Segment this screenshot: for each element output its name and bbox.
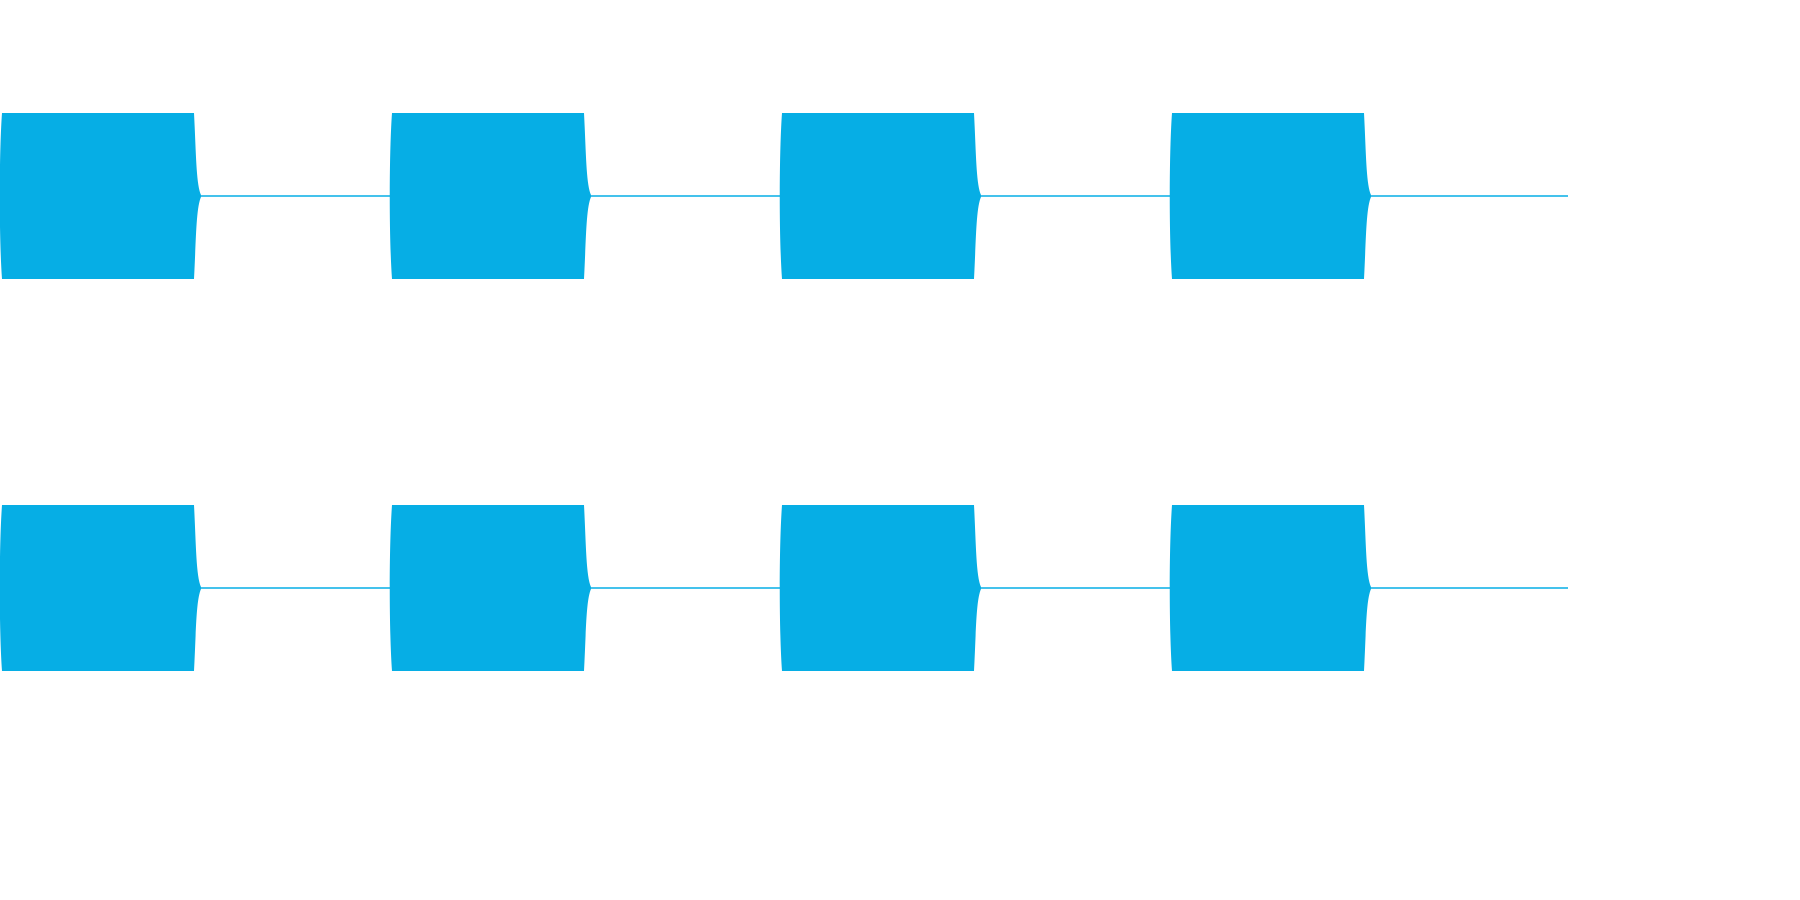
channel-1-burst-2 bbox=[389, 113, 591, 279]
channel-2-burst-4 bbox=[1169, 505, 1371, 671]
channel-2-burst-1 bbox=[0, 505, 201, 671]
channel-1-burst-4 bbox=[1169, 113, 1371, 279]
channel-1-waveform bbox=[0, 113, 1568, 279]
channel-2-waveform bbox=[0, 505, 1568, 671]
channel-2-burst-3 bbox=[779, 505, 981, 671]
channel-1-burst-3 bbox=[779, 113, 981, 279]
channel-1-burst-1 bbox=[0, 113, 201, 279]
channel-2-burst-2 bbox=[389, 505, 591, 671]
waveform-display bbox=[0, 113, 1568, 671]
